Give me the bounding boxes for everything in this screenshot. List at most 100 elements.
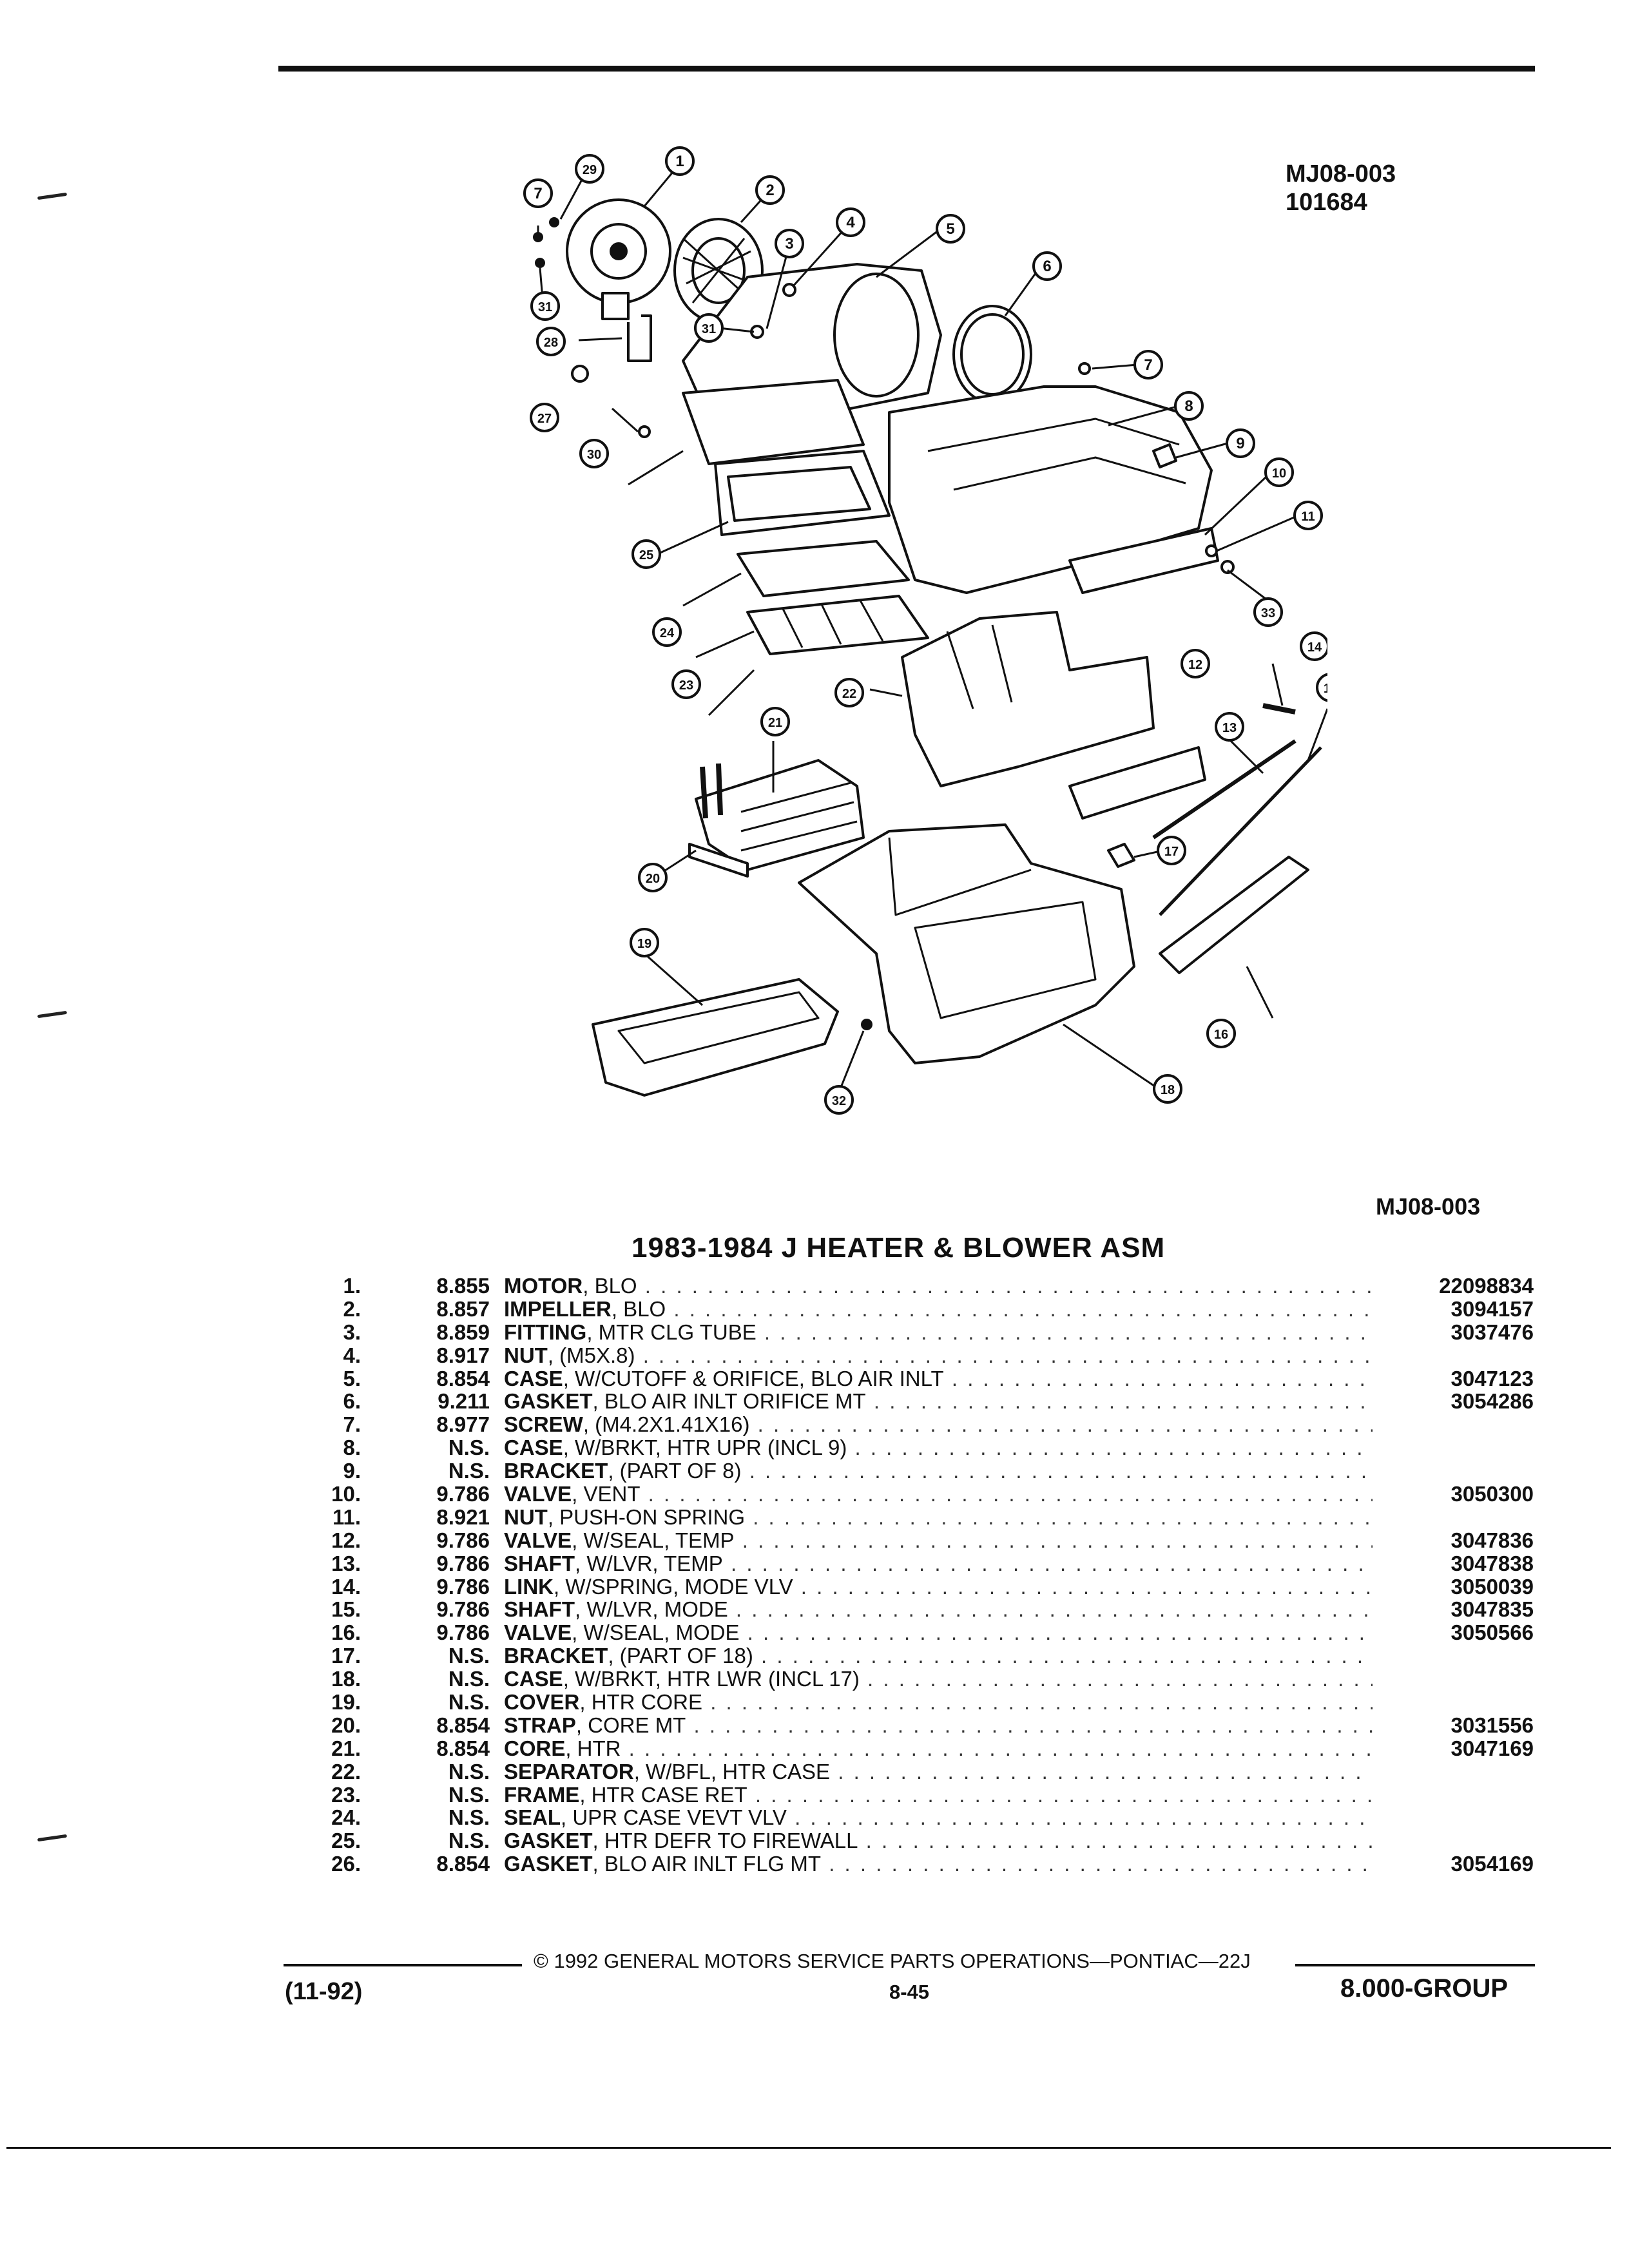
item-number: 12. (331, 1528, 361, 1552)
leader-dots: . . . . . . . . . . . . . . . . . . . . … (761, 1644, 1373, 1668)
callout-circle (1206, 1019, 1236, 1048)
item-number: 13. (331, 1551, 361, 1575)
part-detail: , BLO AIR INLT ORIFICE MT (592, 1390, 866, 1414)
group-number: 8.855 (436, 1274, 490, 1298)
part-name: LINK (504, 1575, 554, 1599)
callout-circle (1264, 457, 1294, 487)
item-number: 5. (343, 1366, 361, 1390)
callout-number: 3 (785, 235, 793, 253)
group-number: N.S. (448, 1759, 490, 1783)
callout-circle (530, 403, 559, 432)
callout-circle (1153, 1074, 1182, 1104)
group-number: 8.854 (436, 1713, 490, 1737)
callout-number: 19 (637, 937, 651, 951)
callout-number: 12 (1188, 658, 1202, 672)
part-detail: , HTR DEFR TO FIREWALL (592, 1829, 858, 1853)
footer-right-rule (1295, 1964, 1535, 1966)
callout-circle (575, 154, 604, 184)
item-number: 3. (343, 1320, 361, 1344)
callout-number: 14 (1307, 640, 1322, 655)
leader-dots: . . . . . . . . . . . . . . . . . . . . … (628, 1736, 1373, 1760)
callout-number: 5 (946, 220, 954, 238)
part-number: 3047835 (1451, 1597, 1534, 1622)
leader-dots: . . . . . . . . . . . . . . . . . . . . … (693, 1713, 1373, 1737)
callout-circle (652, 617, 682, 647)
part-name: CASE (504, 1436, 563, 1460)
group-number: 8.917 (436, 1343, 490, 1367)
footer-date-code: (11-92) (285, 1978, 363, 2005)
parts-row: 18.N.S.CASE, W/BRKT, HTR LWR (INCL 17) .… (271, 1667, 1534, 1691)
callout-number: 30 (587, 448, 601, 462)
leader-dots: . . . . . . . . . . . . . . . . . . . . … (742, 1528, 1373, 1552)
callout-circle (1181, 649, 1210, 678)
part-description: CASE, W/BRKT, HTR UPR (INCL 9) . . . . .… (504, 1436, 1373, 1459)
callout-circle (523, 178, 553, 208)
footer-copyright: © 1992 GENERAL MOTORS SERVICE PARTS OPER… (534, 1950, 1251, 1972)
callout-number: 31 (702, 322, 716, 336)
callout-number: 33 (1261, 606, 1275, 620)
callout-circle (630, 928, 659, 957)
part-number: 3047169 (1451, 1736, 1534, 1760)
binder-mark (37, 1010, 68, 1019)
part-name: SEPARATOR (504, 1760, 634, 1783)
callout-circle (1157, 836, 1186, 865)
part-number: 3047836 (1451, 1528, 1534, 1552)
nut-33-part (1220, 560, 1235, 574)
callout-circle (631, 539, 661, 569)
item-number: 11. (332, 1504, 361, 1529)
nut-30-part (638, 425, 651, 438)
part-description: FRAME, HTR CASE RET . . . . . . . . . . … (504, 1783, 1373, 1807)
part-description: CASE, W/BRKT, HTR LWR (INCL 17) . . . . … (504, 1667, 1373, 1691)
part-description: NUT, (M5X.8) . . . . . . . . . . . . . .… (504, 1344, 1373, 1367)
leader-dots: . . . . . . . . . . . . . . . . . . . . … (800, 1575, 1373, 1599)
callout-number: 22 (842, 687, 856, 701)
callout-number: 15 (1324, 682, 1327, 696)
blower-motor-part (566, 198, 671, 320)
leader-dots: . . . . . . . . . . . . . . . . . . . . … (673, 1297, 1373, 1321)
callout-number: 29 (583, 163, 597, 177)
part-description: IMPELLER, BLO . . . . . . . . . . . . . … (504, 1298, 1373, 1321)
part-detail: , HTR (565, 1736, 621, 1760)
temp-valve-part (1068, 746, 1206, 820)
group-number: N.S. (448, 1805, 490, 1830)
part-detail: , HTR CORE (579, 1691, 703, 1714)
figure-code: 101684 (1286, 189, 1367, 216)
callout-number: 25 (639, 548, 653, 562)
footer-group: 8.000-GROUP (1340, 1974, 1509, 2003)
binder-mark (37, 1834, 68, 1842)
callout-circle (755, 175, 785, 205)
item-number: 10. (331, 1482, 361, 1506)
part-detail: , BLO (611, 1297, 666, 1321)
item-number: 19. (331, 1690, 361, 1715)
item-number: 1. (343, 1274, 361, 1298)
part-name: NUT (504, 1343, 548, 1367)
figure-id-block: MJ08-003 101684 (1286, 160, 1396, 216)
part-name: SHAFT (504, 1598, 575, 1622)
part-name: IMPELLER (504, 1297, 612, 1321)
callout-number: 13 (1222, 721, 1237, 735)
leader-dots: . . . . . . . . . . . . . . . . . . . . … (710, 1691, 1373, 1714)
callout-number: 1 (675, 153, 684, 170)
part-name: CASE (504, 1667, 563, 1691)
parts-row: 8.N.S.CASE, W/BRKT, HTR UPR (INCL 9) . .… (271, 1436, 1534, 1459)
part-name: NUT (504, 1505, 548, 1529)
part-description: SHAFT, W/LVR, TEMP . . . . . . . . . . .… (504, 1552, 1373, 1575)
callout-number: 9 (1236, 435, 1244, 452)
item-number: 8. (343, 1436, 361, 1460)
leader-dots: . . . . . . . . . . . . . . . . . . . . … (757, 1413, 1373, 1437)
part-number: 3050039 (1451, 1574, 1534, 1599)
part-detail: , HTR CASE RET (579, 1783, 747, 1807)
part-name: COVER (504, 1691, 580, 1714)
part-detail: , W/SPRING, MODE VLV (554, 1575, 793, 1599)
seal-part (737, 540, 910, 597)
item-number: 4. (343, 1343, 361, 1367)
leader-dots: . . . . . . . . . . . . . . . . . . . . … (764, 1320, 1373, 1344)
leader-dots: . . . . . . . . . . . . . . . . . . . . … (644, 1274, 1373, 1298)
callout-number: 27 (537, 412, 552, 426)
parts-row: 25.N.S.GASKET, HTR DEFR TO FIREWALL . . … (271, 1829, 1534, 1852)
part-detail: , (M5X.8) (547, 1343, 635, 1367)
